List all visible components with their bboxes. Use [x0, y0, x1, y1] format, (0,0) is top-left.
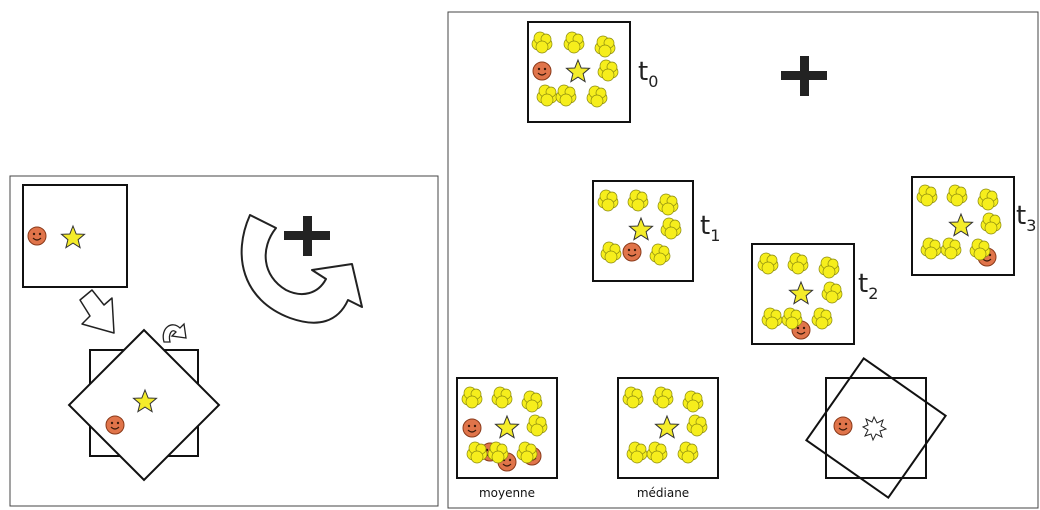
- frame-label-letter: t: [638, 57, 648, 87]
- curved-arrow-icon: [240, 214, 363, 324]
- right-panel: t0 t1: [447, 11, 1039, 509]
- smiley-face-icon: [622, 242, 642, 262]
- left-panel: [9, 175, 439, 507]
- caption-mean: moyenne: [479, 486, 535, 500]
- frame-label-t0: t0: [638, 57, 658, 91]
- smiley-face-icon: [105, 415, 125, 435]
- smiley-face-icon: [833, 416, 853, 436]
- smiley-face-icon: [462, 418, 482, 438]
- fixation-cross-icon: [284, 216, 330, 256]
- frame-label-letter: t: [858, 269, 868, 299]
- frame-label-t1: t1: [700, 211, 720, 245]
- frame-label-letter: t: [1016, 201, 1026, 231]
- left-panel-border: [9, 175, 439, 507]
- smiley-face-icon: [532, 61, 552, 81]
- smiley-face-icon: [27, 226, 47, 246]
- frame-label-t3: t3: [1016, 201, 1036, 235]
- cloud-group: [920, 237, 991, 261]
- fixation-cross-icon: [781, 56, 827, 96]
- burst-star-icon: [861, 415, 888, 442]
- frame-label-subscript: 0: [648, 72, 658, 91]
- frame-label-t2: t2: [858, 269, 878, 303]
- frame-label-subscript: 3: [1026, 216, 1036, 235]
- cloud-group: [466, 441, 538, 464]
- right-panel-border: [447, 11, 1039, 509]
- frame-label-letter: t: [700, 211, 710, 241]
- frame-label-subscript: 2: [868, 284, 878, 303]
- down-right-arrow-icon: [79, 289, 115, 334]
- frame-label-subscript: 1: [710, 226, 720, 245]
- caption-median: médiane: [637, 486, 689, 500]
- rotation-arrow-icon: [162, 322, 187, 343]
- frame-rotated: [804, 356, 948, 500]
